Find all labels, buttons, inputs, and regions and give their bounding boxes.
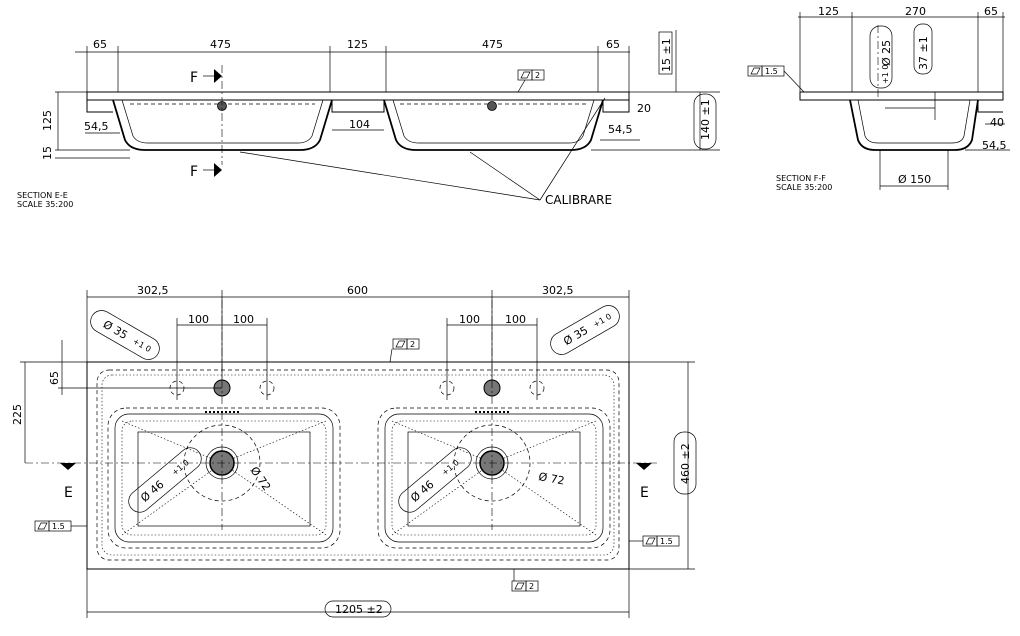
dim-65-left: 65 (93, 38, 107, 51)
dim-100-ll: 100 (188, 313, 209, 326)
tol-35-left: +1 0 (131, 337, 152, 355)
dim-600: 600 (347, 284, 368, 297)
section-marker-e-left: E (64, 485, 73, 501)
flatness-top: 2 (389, 338, 420, 363)
caption-scale-f: SCALE 35:200 (776, 183, 832, 192)
dim-15-pm1: 15 ±1 (660, 38, 673, 72)
svg-text:2: 2 (529, 582, 534, 591)
dim-270-f: 270 (905, 5, 926, 18)
dim-100-rl: 100 (459, 313, 480, 326)
dim-54-5-right: 54,5 (608, 123, 633, 136)
dim-65-plan: 65 (48, 371, 61, 385)
caption-scale-e: SCALE 35:200 (17, 200, 73, 209)
dia-35-right: Ø 35 (561, 324, 590, 348)
dim-302-5-left: 302,5 (137, 284, 169, 297)
svg-text:2: 2 (410, 340, 415, 349)
dim-125-mid: 125 (347, 38, 368, 51)
section-marker-e-right: E (640, 485, 649, 501)
dim-125-left: 125 (41, 110, 54, 131)
dia-72-left: Ø 72 (248, 464, 274, 493)
dia-35-left: Ø 35 (101, 318, 130, 342)
dim-125-f: 125 (818, 5, 839, 18)
dim-104: 104 (349, 118, 370, 131)
dim-460-pm2: 460 ±2 (679, 443, 692, 484)
dim-100-lr: 100 (233, 313, 254, 326)
section-f-f: 125 270 65 Ø 25 +1 0 37 ±1 1.5 40 54,5 Ø… (747, 5, 1010, 192)
dim-475-left: 475 (210, 38, 231, 51)
section-marker-f-top: F (190, 70, 198, 86)
countertop-outline (86, 361, 630, 570)
dia-150-f: Ø 150 (898, 173, 931, 186)
caption-section-f: SECTION F-F (776, 174, 826, 183)
flatness-bottom: 2 (511, 569, 539, 592)
callout-calibrare: CALIBRARE (545, 193, 612, 207)
dim-475-right: 475 (482, 38, 503, 51)
dim-40-f: 40 (990, 116, 1004, 129)
dim-302-5-right: 302,5 (542, 284, 574, 297)
dim-225-plan: 225 (11, 404, 24, 425)
dia-46-right: Ø 46 (408, 478, 436, 505)
tol-25-f: +1 0 (881, 65, 890, 84)
dia-46-left: Ø 46 (138, 478, 166, 505)
section-e-e: 65 475 125 475 65 125 15 54,5 104 (17, 30, 720, 209)
dim-65-f: 65 (984, 5, 998, 18)
dia-25-f: Ø 25 (880, 40, 893, 66)
flatness-label-f: 1.5 (765, 67, 778, 76)
svg-text:1.5: 1.5 (52, 522, 65, 531)
flatness-left: 1.5 (34, 520, 87, 532)
dim-1205-pm2: 1205 ±2 (335, 603, 383, 616)
plan-view: 302,5 600 302,5 100 100 100 100 Ø 35 +1 … (11, 284, 697, 618)
section-marker-f-bottom: F (190, 164, 198, 180)
tol-46-left: +1 0 (170, 458, 191, 477)
flatness-right: 1.5 (629, 535, 680, 547)
dim-54-5-f: 54,5 (982, 139, 1007, 152)
caption-section-e: SECTION E-E (17, 191, 68, 200)
dim-37-pm1: 37 ±1 (917, 36, 930, 70)
dim-54-5-left: 54,5 (84, 120, 109, 133)
dim-15-left: 15 (41, 146, 54, 160)
tol-46-right: +1 0 (440, 458, 461, 477)
dia-72-right: Ø 72 (537, 470, 565, 487)
dim-100-rr: 100 (505, 313, 526, 326)
dim-20: 20 (637, 102, 651, 115)
dim-65-right: 65 (606, 38, 620, 51)
dim-140-pm1: 140 ±1 (699, 99, 712, 140)
tol-35-right: +1 0 (592, 312, 613, 330)
svg-text:1.5: 1.5 (660, 537, 673, 546)
flatness-label-e: 2 (535, 71, 540, 80)
